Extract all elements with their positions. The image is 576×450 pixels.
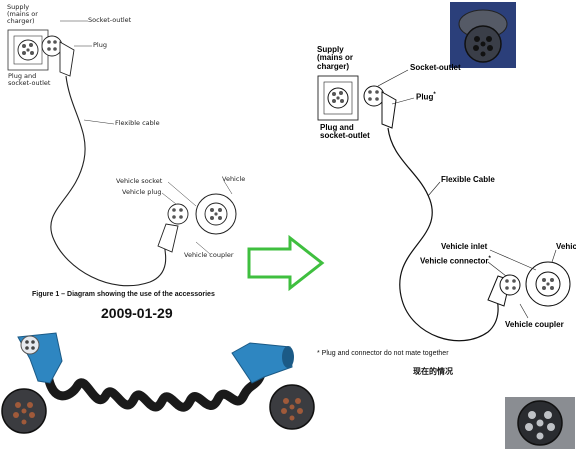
old-socket-outlet-label: Socket-outlet xyxy=(88,16,132,24)
old-supply-box xyxy=(7,29,49,71)
new-supply-box xyxy=(317,75,359,121)
old-vehicle-coupler-label: Vehicle coupler xyxy=(184,251,234,259)
socket-photo-bottom-right xyxy=(505,397,575,449)
old-leader-lines xyxy=(60,20,233,255)
socket-photo-top-right xyxy=(450,2,516,68)
new-socket-outlet-label: Socket-outlet xyxy=(410,63,461,72)
new-plug xyxy=(363,85,397,129)
date-label: 2009-01-29 xyxy=(101,305,173,321)
new-supply-label: Supply (mains or charger) xyxy=(317,45,354,71)
coiled-cable-photo xyxy=(0,323,330,450)
new-vehicle-inlet-label: Vehicle inlet xyxy=(441,242,488,251)
old-vehicle-plug xyxy=(157,203,189,253)
old-vehicle-plug-label: Vehicle plug xyxy=(122,188,162,196)
transition-arrow xyxy=(247,234,325,292)
old-vehicle-socket-label: Vehicle socket xyxy=(116,177,163,185)
new-flexible-cable-label: Flexible Cable xyxy=(441,175,495,184)
new-vehicle-label: Vehic xyxy=(556,242,576,251)
status-label: 现在的情况 xyxy=(413,367,453,376)
old-flexible-cable-label: Flexible cable xyxy=(115,119,160,127)
new-plug-label: Plug* xyxy=(416,92,436,102)
new-leader-lines xyxy=(377,69,557,319)
old-plug xyxy=(41,35,75,77)
new-vehicle-connector xyxy=(487,274,521,307)
old-figure-caption: Figure 1 – Diagram showing the use of th… xyxy=(32,291,215,298)
new-vehicle-connector-label: Vehicle connector* xyxy=(420,256,491,266)
new-vehicle-inlet xyxy=(525,261,571,307)
new-flexible-cable xyxy=(387,127,499,342)
new-footnote: * Plug and connector do not mate togethe… xyxy=(317,350,449,357)
old-plug-and-socket-label: Plug and socket-outlet xyxy=(8,72,51,87)
new-plug-and-socket-label: Plug and socket-outlet xyxy=(320,123,370,141)
old-plug-label: Plug xyxy=(93,41,107,49)
old-supply-label: Supply (mains or charger) xyxy=(7,3,38,25)
old-flexible-cable xyxy=(50,75,167,287)
new-vehicle-coupler-label: Vehicle coupler xyxy=(505,320,564,329)
old-vehicle-socket xyxy=(195,193,237,235)
old-vehicle-label: Vehicle xyxy=(222,175,246,183)
